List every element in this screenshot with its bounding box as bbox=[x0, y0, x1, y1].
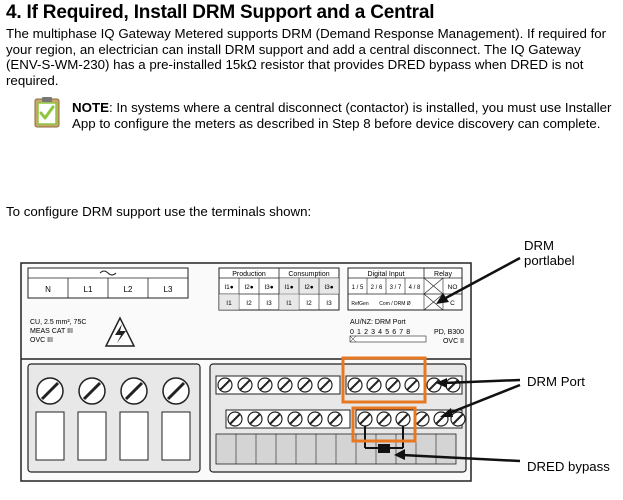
pd-label-2: OVC II bbox=[443, 338, 464, 345]
relay-c-label: C bbox=[450, 300, 455, 307]
di-terminal-1-5: 1 / 5 bbox=[352, 285, 364, 291]
mains-label-l3: L3 bbox=[164, 285, 173, 294]
digital-input-terminal-screws-bottom bbox=[355, 409, 466, 429]
high-voltage-warning-icon bbox=[104, 316, 136, 347]
callout-dred-bypass: DRED bypass bbox=[527, 459, 610, 474]
ct-bottom-4: I1 bbox=[286, 300, 292, 307]
ct-bottom-5: I2 bbox=[306, 300, 312, 307]
production-label: Production bbox=[232, 271, 266, 278]
ct-top-5: I2● bbox=[304, 284, 313, 291]
di-terminal-4-8: 4 / 8 bbox=[409, 285, 421, 291]
callout-drm-portlabel-line-2: portlabel bbox=[524, 253, 575, 268]
ct-top-1: I1● bbox=[224, 284, 233, 291]
ct-top-2: I2● bbox=[244, 284, 253, 291]
com-drm-label: Com / DRM Ø bbox=[379, 301, 411, 307]
ct-terminal-screws-bottom bbox=[225, 409, 351, 429]
terminal-housing-slots bbox=[215, 433, 457, 465]
cable-spec-line-3: OVC III bbox=[30, 337, 53, 344]
note-text: : In systems where a central disconnect … bbox=[72, 100, 612, 131]
di-terminal-3-7: 3 / 7 bbox=[390, 285, 402, 291]
au-nz-drm-port-label: AU/NZ: DRM Port bbox=[350, 319, 406, 326]
cable-spec-line-1: CU, 2.5 mm², 75C bbox=[30, 319, 86, 326]
ct-top-3: I3● bbox=[264, 284, 273, 291]
clipboard-check-icon bbox=[34, 97, 60, 128]
intro-paragraph: The multiphase IQ Gateway Metered suppor… bbox=[6, 26, 607, 88]
ct-bottom-1: I1 bbox=[226, 300, 232, 307]
consumption-label: Consumption bbox=[288, 271, 329, 278]
ct-terminal-screws-top bbox=[215, 375, 341, 395]
di-terminal-2-6: 2 / 6 bbox=[371, 285, 383, 291]
cable-spec-line-2: MEAS CAT III bbox=[30, 328, 73, 335]
note-label: NOTE bbox=[72, 100, 109, 115]
digital-input-label: Digital Input bbox=[368, 271, 405, 278]
ct-bottom-2: I2 bbox=[246, 300, 252, 307]
refgen-label: RefGen bbox=[351, 301, 368, 307]
configure-instruction: To configure DRM support use the termina… bbox=[6, 204, 312, 219]
ct-top-4: I1● bbox=[284, 284, 293, 291]
terminal-diagram: N L1 L2 L3 CU, 2.5 mm², 75C MEAS CAT III… bbox=[20, 262, 472, 482]
callout-drm-port: DRM Port bbox=[527, 374, 585, 389]
relay-no-label: NO bbox=[448, 284, 458, 291]
mains-terminal-screws bbox=[35, 377, 191, 461]
mains-label-l2: L2 bbox=[124, 285, 133, 294]
digital-input-terminal-screws-top bbox=[345, 375, 463, 395]
ct-bottom-6: I3 bbox=[326, 300, 332, 307]
ct-bottom-3: I3 bbox=[266, 300, 272, 307]
pd-label-1: PD, B300 bbox=[434, 329, 464, 336]
callout-drm-portlabel: DRM portlabel bbox=[524, 238, 575, 268]
note-paragraph: NOTE: In systems where a central disconn… bbox=[72, 100, 612, 131]
relay-label: Relay bbox=[434, 271, 452, 278]
mains-label-n: N bbox=[45, 285, 51, 294]
ct-top-6: I3● bbox=[324, 284, 333, 291]
drm-port-numbers: 0 1 2 3 4 5 6 7 8 bbox=[350, 329, 411, 336]
section-heading: 4. If Required, Install DRM Support and … bbox=[6, 2, 435, 23]
callout-drm-portlabel-line-1: DRM bbox=[524, 238, 555, 253]
mains-label-l1: L1 bbox=[84, 285, 93, 294]
